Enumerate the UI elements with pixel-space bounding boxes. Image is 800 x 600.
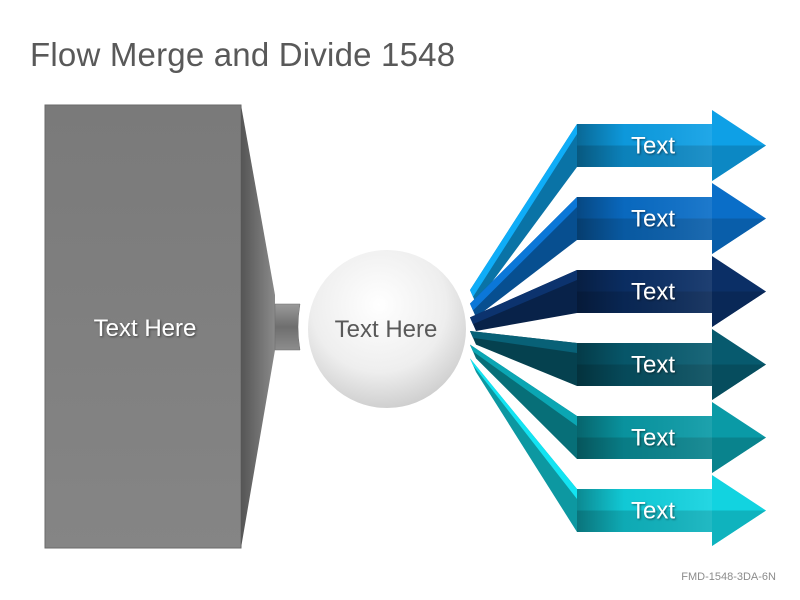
arrow-shading xyxy=(577,343,712,386)
arrow-label: Text xyxy=(631,425,675,452)
output-arrow: Text xyxy=(577,402,766,473)
output-arrow: Text xyxy=(577,256,766,327)
arrow-shading xyxy=(577,416,712,459)
source-box-label: Text Here xyxy=(94,315,197,342)
footer-code: FMD-1548-3DA-6N xyxy=(681,571,776,583)
fan-connector xyxy=(470,344,577,459)
fan-connectors xyxy=(470,124,577,532)
arrow-label: Text xyxy=(631,133,675,160)
fan-connector xyxy=(470,358,577,532)
arrow-shading xyxy=(577,124,712,167)
fan-connector-highlight xyxy=(470,358,577,499)
hub-label: Text Here xyxy=(335,316,438,343)
arrow-shading xyxy=(577,197,712,240)
output-arrow: Text xyxy=(577,329,766,400)
fan-connector-highlight xyxy=(470,197,577,311)
arrow-label: Text xyxy=(631,498,675,525)
arrow-shading xyxy=(577,270,712,313)
arrow-label: Text xyxy=(631,279,675,306)
output-arrow: Text xyxy=(577,475,766,546)
page-title: Flow Merge and Divide 1548 xyxy=(30,36,456,73)
fan-connector-highlight xyxy=(470,270,577,325)
arrow-label: Text xyxy=(631,206,675,233)
funnel-neck xyxy=(274,303,301,351)
output-arrow: Text xyxy=(577,110,766,181)
funnel-side xyxy=(241,105,275,548)
fan-connector-highlight xyxy=(470,344,577,426)
output-arrow: Text xyxy=(577,183,766,254)
source-box xyxy=(44,104,242,549)
source-block: Text Here xyxy=(44,104,301,549)
hub-circle xyxy=(306,248,468,410)
arrow-shading xyxy=(577,489,712,532)
fan-connector-highlight xyxy=(470,124,577,297)
hub-node: Text Here xyxy=(306,248,468,410)
arrow-label: Text xyxy=(631,352,675,379)
fan-connector-highlight xyxy=(470,331,577,353)
